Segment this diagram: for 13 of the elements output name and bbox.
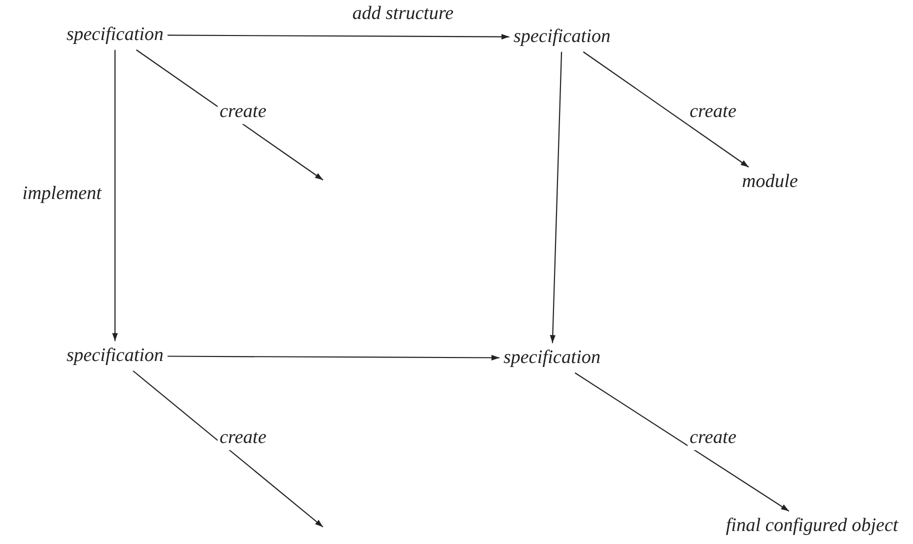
arrow xyxy=(132,370,324,528)
term-text: final configured object xyxy=(726,514,898,538)
arrow xyxy=(168,34,510,40)
arrow xyxy=(550,52,562,344)
term-text: module xyxy=(742,170,798,194)
term-text: specification xyxy=(513,25,611,49)
arrow xyxy=(583,51,749,168)
term-text: specification xyxy=(503,346,601,370)
term-text: specification xyxy=(66,344,164,368)
term-text: specification xyxy=(66,23,164,47)
arrow xyxy=(112,50,118,342)
arrow xyxy=(168,354,500,361)
arrow xyxy=(574,372,790,512)
